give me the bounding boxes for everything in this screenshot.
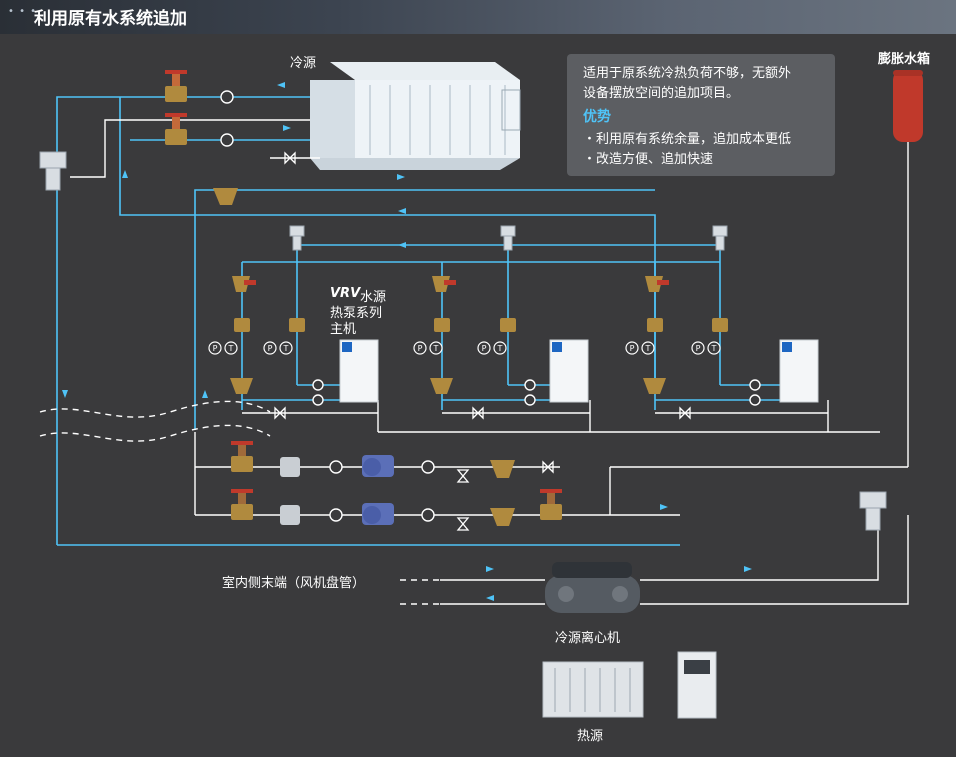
info-line-1: 适用于原系统冷热负荷不够，无额外 [583, 66, 792, 81]
page-title: 利用原有水系统追加 [34, 9, 187, 29]
advantage-title: 优势 [583, 109, 611, 125]
motorized-valve-icon [39, 151, 887, 531]
expansion-tank-label: 膨胀水箱 [878, 52, 931, 67]
flow-arrow-icon [62, 82, 752, 601]
gauge-icons [208, 341, 721, 355]
vrv-unit-icon [339, 339, 819, 403]
vrv-label-line3: 主机 [330, 322, 357, 337]
pump-icon [362, 455, 394, 525]
info-box: 适用于原系统冷热负荷不够，无额外 设备摆放空间的追加项目。 优势 ・利用原有系统… [567, 54, 835, 176]
vrv-label-line1: 水源 [360, 290, 387, 305]
check-valve-icon [220, 90, 761, 522]
indoor-terminal-label: 室内侧末端（风机盘管） [222, 576, 366, 591]
svg-text:P: P [696, 344, 701, 353]
svg-text:P: P [268, 344, 273, 353]
info-bullet-1: ・利用原有系统余量，追加成本更低 [583, 132, 792, 147]
gate-valve-icon [165, 70, 728, 520]
y-strainer-icon [213, 188, 666, 526]
header-bar: • • • 利用原有水系统追加 [0, 0, 956, 34]
vrv-brand-label: VRV [330, 286, 361, 301]
svg-text:P: P [482, 344, 487, 353]
header-dots: • • • [8, 6, 38, 17]
filter-icon [280, 457, 300, 525]
svg-text:T: T [711, 344, 717, 353]
vrv-label-line2: 热泵系列 [330, 306, 383, 321]
svg-text:P: P [418, 344, 423, 353]
cold-source-label: 冷源 [290, 56, 317, 71]
dashed-pipes [39, 400, 440, 605]
cooling-tower-icon [310, 62, 521, 170]
info-bullet-2: ・改造方便、追加快速 [583, 152, 714, 167]
centrifugal-chiller-icon [545, 562, 640, 613]
centrifugal-label: 冷源离心机 [555, 631, 621, 646]
svg-text:P: P [630, 344, 635, 353]
valve-symbol-icon [274, 151, 691, 531]
expansion-tank-icon [893, 70, 923, 142]
svg-text:T: T [228, 344, 234, 353]
svg-text:T: T [283, 344, 289, 353]
svg-text:T: T [433, 344, 439, 353]
balancing-valve-icon [232, 276, 669, 292]
svg-text:T: T [497, 344, 503, 353]
heat-source-label: 热源 [577, 729, 604, 744]
svg-text:T: T [645, 344, 651, 353]
heat-source-icon [542, 651, 717, 719]
svg-text:P: P [213, 344, 218, 353]
info-line-2: 设备摆放空间的追加项目。 [583, 86, 740, 101]
